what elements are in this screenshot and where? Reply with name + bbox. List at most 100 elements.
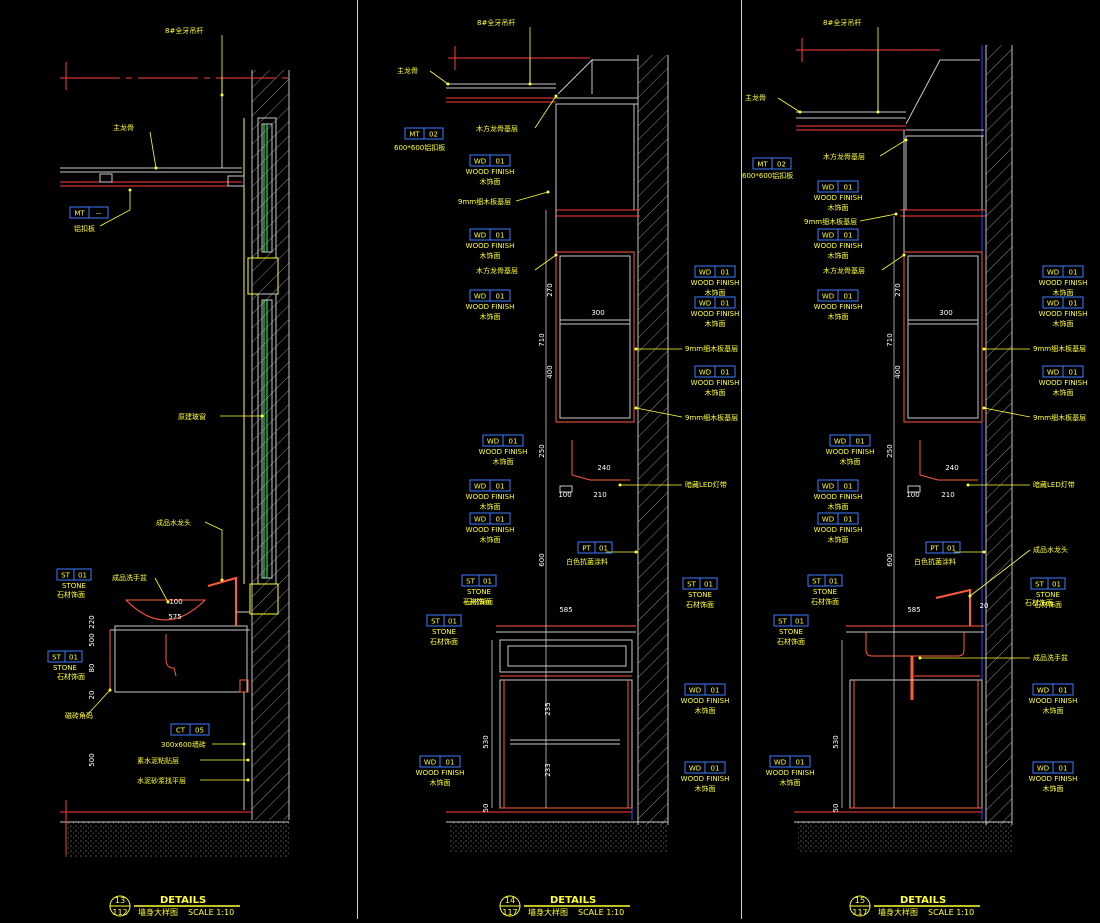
- material-tag-english: WOOD FINISH: [814, 242, 863, 250]
- dimension-value: 500: [88, 753, 96, 766]
- dimensions-layer: 5005751005002080220270300710400250240100…: [88, 283, 988, 812]
- material-tag-number: 01: [721, 369, 730, 377]
- material-tag-code: WD: [474, 516, 486, 524]
- material-tag-code: WD: [474, 293, 486, 301]
- material-tag-chinese: 木饰面: [480, 251, 501, 260]
- material-tag-code: ST: [52, 654, 61, 662]
- material-tag-code: WD: [474, 232, 486, 240]
- annotation-note: 9mm细木板基层: [685, 413, 738, 422]
- material-tag-number: 01: [1052, 581, 1061, 589]
- annotation-note: 600*600铝扣板: [742, 171, 793, 180]
- material-tag-english: WOOD FINISH: [466, 242, 515, 250]
- material-tag-chinese: 木饰面: [1053, 319, 1074, 328]
- material-tag-number: 01: [844, 293, 853, 301]
- dimension-value: 575: [168, 613, 181, 621]
- material-tag-code: WD: [1047, 269, 1059, 277]
- dimension-value: 600: [886, 553, 894, 566]
- ceiling: [796, 38, 984, 137]
- material-tag-chinese: 木饰面: [480, 535, 501, 544]
- material-tag-code: WD: [474, 483, 486, 491]
- dimension-value: 400: [894, 365, 902, 378]
- dimension-value: 585: [559, 606, 572, 614]
- material-tag-chinese: 木饰面: [695, 784, 716, 793]
- material-tag-chinese: 木饰面: [695, 706, 716, 715]
- annotation-note: 主龙骨: [745, 93, 766, 102]
- dimension-value: 20: [88, 691, 96, 700]
- material-tag-chinese: 木饰面: [480, 177, 501, 186]
- material-tag-chinese: 木饰面: [840, 457, 861, 466]
- annotation-note: 石材饰面: [463, 597, 491, 606]
- dimension-value: 270: [894, 283, 902, 296]
- annotation-note: 9mm细木板基层: [804, 217, 857, 226]
- material-tag-english: WOOD FINISH: [691, 379, 740, 387]
- material-tag-code: ST: [812, 578, 821, 586]
- material-tag-code: WD: [424, 759, 436, 767]
- annotation-note: 石材饰面: [1025, 598, 1053, 607]
- dimension-value: 210: [941, 491, 954, 499]
- material-tag-chinese: 木饰面: [705, 319, 726, 328]
- material-tag-chinese: 木饰面: [705, 388, 726, 397]
- material-tag-number: 01: [496, 158, 505, 166]
- material-tag-chinese: 石材饰面: [811, 597, 839, 606]
- material-tag-code: WD: [1037, 765, 1049, 773]
- material-tag-english: WOOD FINISH: [766, 769, 815, 777]
- material-tag-number: 01: [795, 618, 804, 626]
- material-tag-number: 01: [844, 483, 853, 491]
- material-tag-chinese: 木饰面: [1043, 784, 1064, 793]
- material-tag-english: STONE: [779, 628, 803, 636]
- material-tag-chinese: 木饰面: [480, 312, 501, 321]
- material-tag-chinese: 木饰面: [780, 778, 801, 787]
- material-tag-code: WD: [474, 158, 486, 166]
- material-tag-code: PT: [930, 545, 939, 553]
- dimension-value: 530: [482, 735, 490, 748]
- material-tag-number: 01: [496, 293, 505, 301]
- annotation-note: 成品洗手盆: [1033, 653, 1068, 662]
- detail-number: 13: [115, 896, 125, 905]
- material-tag-number: 01: [721, 269, 730, 277]
- material-tag-number: 01: [448, 618, 457, 626]
- annotation-note: 石材饰面: [57, 590, 85, 599]
- dimension-value: 240: [945, 464, 958, 472]
- material-tag-english: STONE: [432, 628, 456, 636]
- material-tag-chinese: 木饰面: [430, 778, 451, 787]
- material-tag-english: WOOD FINISH: [1039, 379, 1088, 387]
- material-tag-english: WOOD FINISH: [466, 168, 515, 176]
- detail-panel-13: [60, 62, 290, 857]
- material-tag-chinese: 木饰面: [1053, 288, 1074, 297]
- material-tag-english: STONE: [53, 664, 77, 672]
- dimension-value: 250: [886, 444, 894, 457]
- annotation-note: 水泥砂浆找平层: [137, 776, 186, 785]
- dimension-value: 300: [939, 309, 952, 317]
- annotation-note: 成品水龙头: [156, 518, 191, 527]
- material-tag-code: PT: [582, 545, 591, 553]
- annotation-note: 铝扣板: [74, 224, 95, 233]
- dimension-value: 300: [591, 309, 604, 317]
- material-tag-number: 01: [1069, 369, 1078, 377]
- material-tag-english: WOOD FINISH: [814, 493, 863, 501]
- annotation-note: 暗藏LED灯带: [685, 480, 727, 489]
- dimension-value: 400: [546, 365, 554, 378]
- dimension-value: 500: [88, 633, 96, 646]
- material-tag-chinese: 木饰面: [828, 312, 849, 321]
- material-tag-number: 01: [844, 184, 853, 192]
- dimension-value: 20: [980, 602, 989, 610]
- window-frame: [243, 117, 279, 615]
- material-tag-english: WOOD FINISH: [416, 769, 465, 777]
- detail-subtitle: 墙身大样图: [138, 907, 178, 917]
- detail-panel-15: [794, 38, 1013, 852]
